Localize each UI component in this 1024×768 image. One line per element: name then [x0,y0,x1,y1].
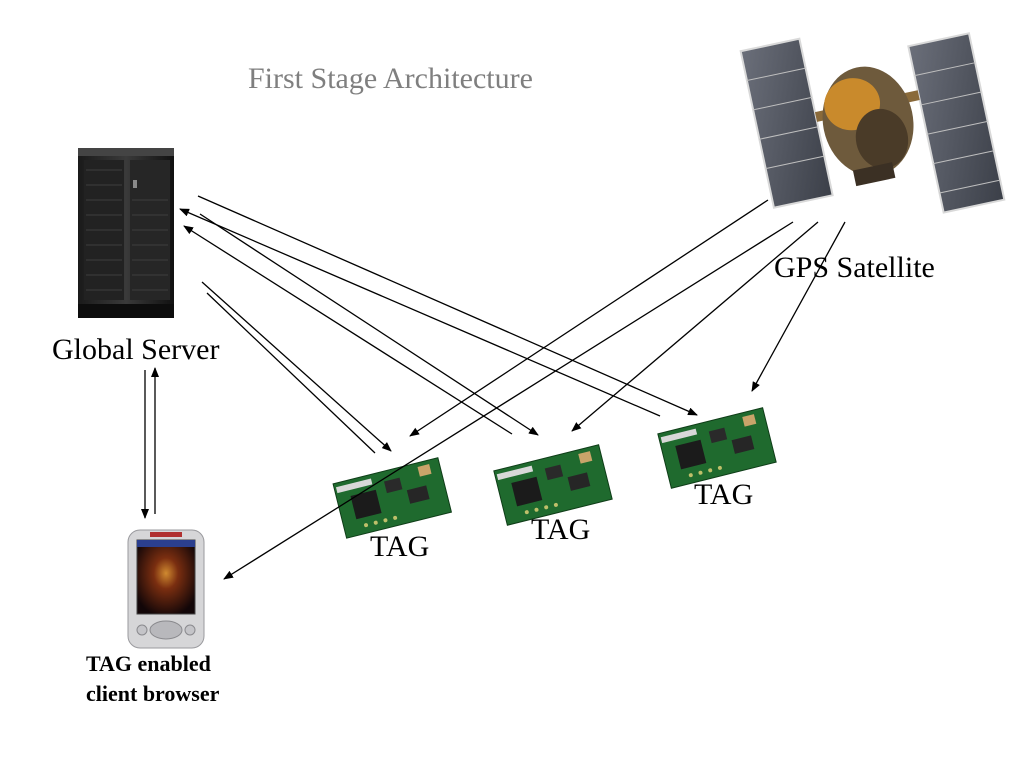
line-tag1-to-server [206,292,376,454]
arrow-satellite-to-client [223,221,794,580]
circuit-board-icon [657,407,777,489]
tag-label-2: TAG [531,513,591,546]
arrow-server-to-tag2 [199,213,539,436]
client-label-line2: client browser [86,681,220,706]
tag-label-3: TAG [694,478,754,511]
slide-title: First Stage Architecture [248,62,533,95]
circuit-board-icon [332,457,453,539]
arrow-satellite-to-tag3 [751,221,846,392]
connection-arrows [141,195,846,580]
server-rack-icon [78,148,174,318]
tag-label-1: TAG [370,530,430,563]
arrow-server-to-tag3 [197,195,698,416]
pda-handheld-icon [127,529,205,649]
arrow-satellite-to-tag1 [409,199,769,437]
arrow-server-to-tag1 [201,281,392,452]
gps-satellite-label: GPS Satellite [774,251,935,284]
client-label-line1: TAG enabled [86,651,211,676]
gps-satellite-icon [739,32,1006,214]
circuit-board-icon [493,444,613,526]
arrow-tag2-to-server [183,225,513,435]
client-browser-label: TAG enabled client browser [86,649,219,709]
global-server-label: Global Server [52,333,220,366]
arrow-tag3-to-server [179,208,661,417]
